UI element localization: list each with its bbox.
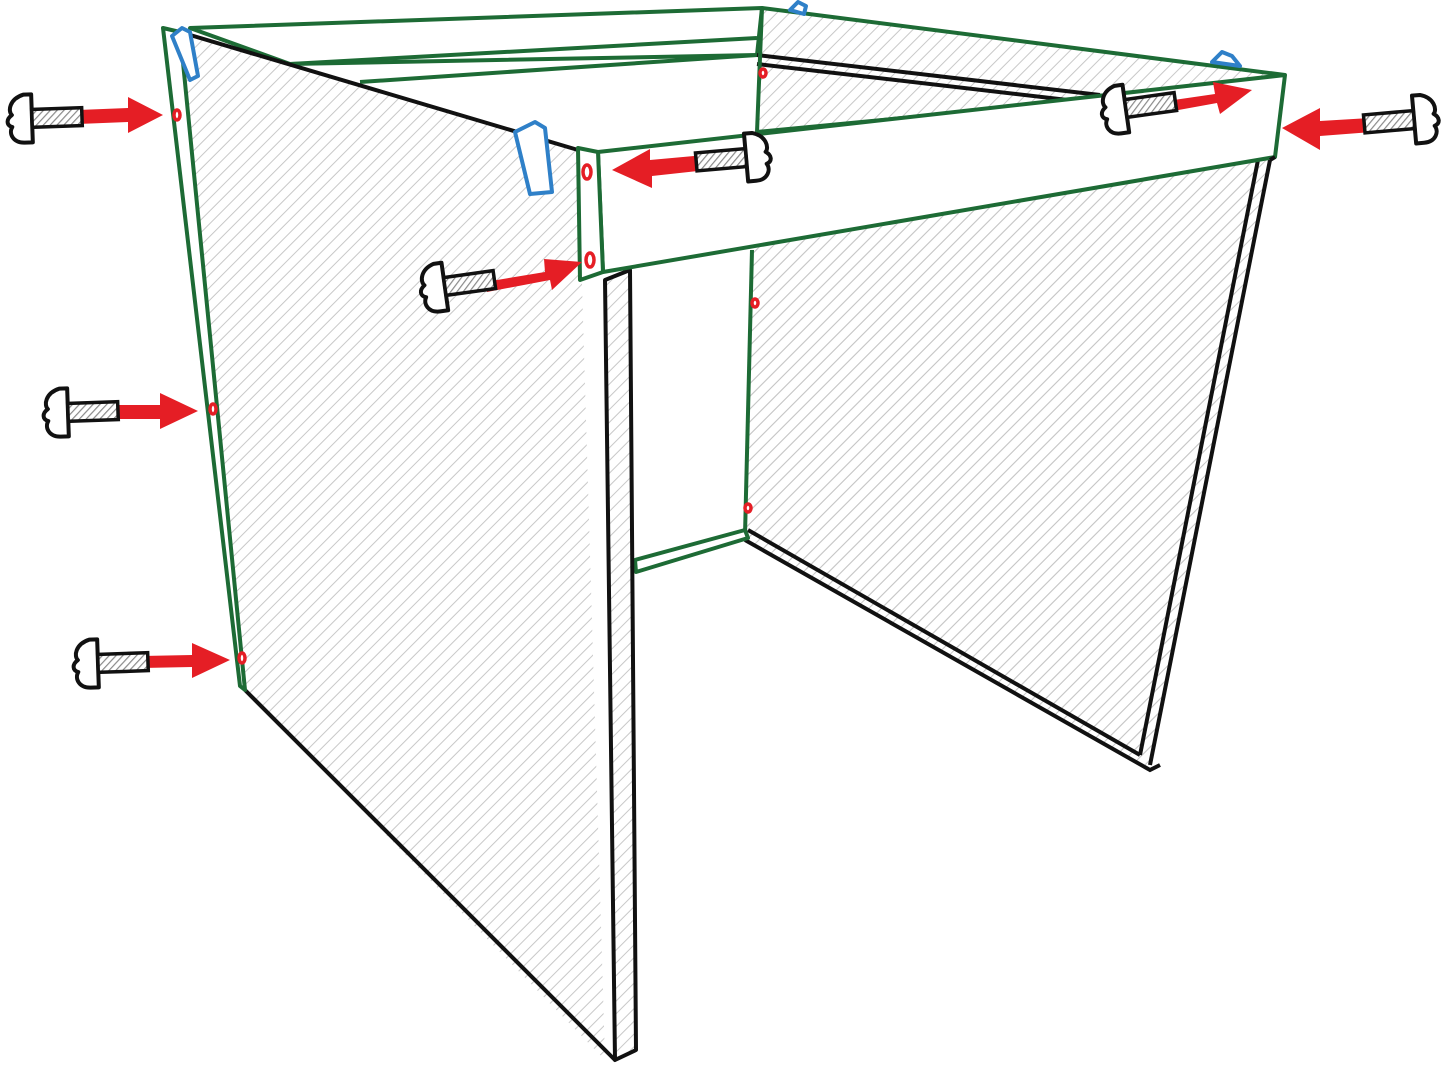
hole [208,402,218,416]
bottom-rail [633,528,750,574]
hole [584,251,596,269]
arrow [485,259,582,292]
screw [7,93,83,144]
hole [758,67,768,79]
hole [172,108,182,122]
arrow [1282,108,1372,150]
hole [743,502,753,514]
clip-rear-right [788,0,808,16]
right-side-panel [743,159,1272,773]
arrow [1160,82,1252,114]
hole [237,651,247,665]
arrow [78,97,163,133]
hole [581,163,593,181]
screw-holes [172,67,768,665]
arrow [110,393,198,429]
arrow [142,643,230,678]
screw [43,387,119,438]
insertion-arrows [78,82,1372,678]
screw [73,638,149,689]
clip-front-right [1210,50,1242,68]
clip-front-left [513,120,554,196]
hole [750,297,760,309]
left-panel-front-edge [603,268,638,1062]
arrow [612,149,707,188]
clip-rear-left [170,26,200,82]
screw [1360,91,1443,150]
